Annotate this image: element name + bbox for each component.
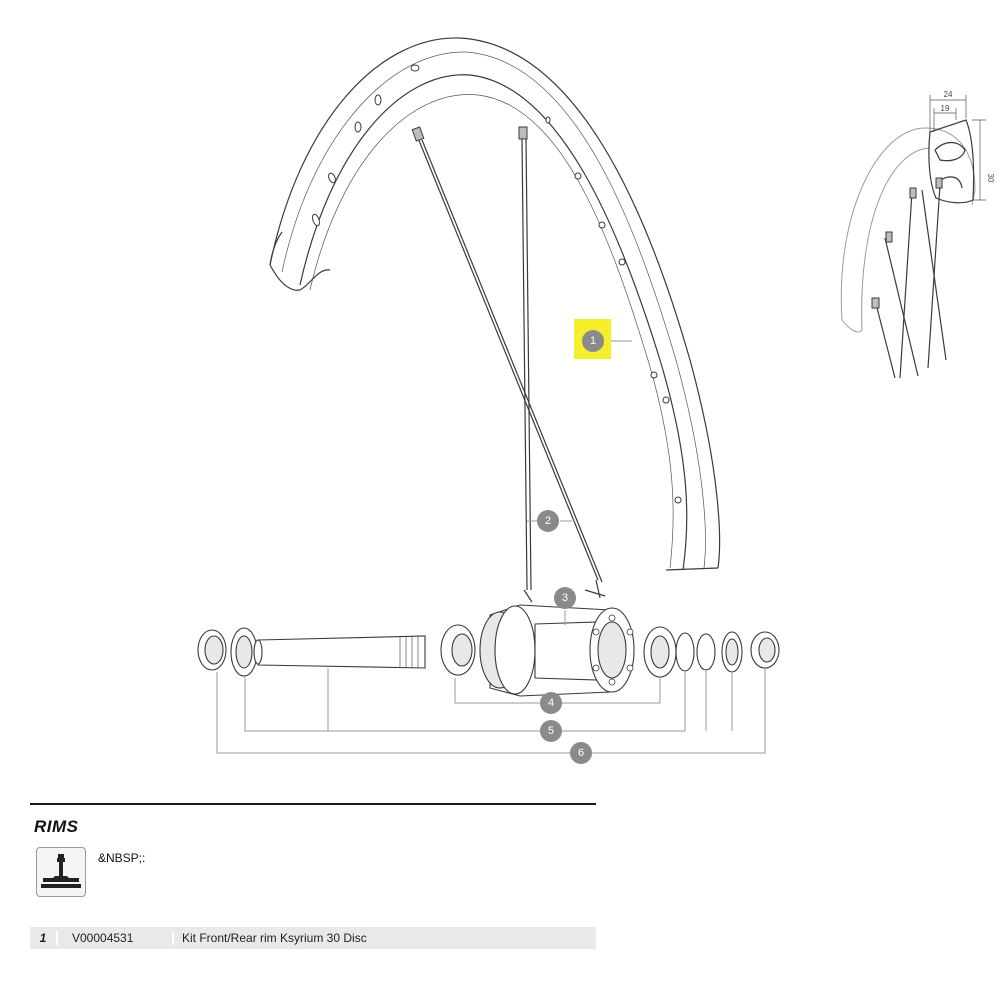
callout-1[interactable]: 1 bbox=[582, 330, 604, 352]
spokes-drawing bbox=[411, 126, 606, 603]
part-reference: V00004531 bbox=[56, 931, 172, 945]
svg-text:1: 1 bbox=[590, 335, 596, 347]
callout-4[interactable]: 4 bbox=[540, 692, 562, 714]
dimension-width-inner: 19 bbox=[941, 104, 950, 113]
rim-section-detail: 24 19 30 bbox=[840, 90, 995, 379]
dimension-height: 30 bbox=[986, 174, 995, 183]
svg-text:2: 2 bbox=[545, 515, 551, 527]
callout-3[interactable]: 3 bbox=[554, 587, 576, 609]
tube-valve-icon bbox=[36, 847, 86, 897]
leader-lines bbox=[216, 340, 766, 754]
svg-text:4: 4 bbox=[548, 697, 554, 709]
parts-table-row[interactable]: 1 V00004531 Kit Front/Rear rim Ksyrium 3… bbox=[30, 927, 596, 949]
section-divider bbox=[30, 803, 596, 805]
svg-text:5: 5 bbox=[548, 725, 554, 737]
callout-2[interactable]: 2 bbox=[537, 510, 559, 532]
section-title: RIMS bbox=[34, 817, 79, 836]
part-description: Kit Front/Rear rim Ksyrium 30 Disc bbox=[172, 931, 596, 945]
rim-drawing bbox=[269, 37, 721, 571]
part-number: 1 bbox=[39, 931, 47, 945]
callout-5[interactable]: 5 bbox=[540, 720, 562, 742]
hub-assembly-drawing bbox=[197, 604, 780, 697]
callout-6[interactable]: 6 bbox=[570, 742, 592, 764]
exploded-diagram: 24 19 30 bbox=[197, 37, 995, 764]
dimension-width-outer: 24 bbox=[944, 90, 953, 99]
svg-text:6: 6 bbox=[578, 747, 584, 759]
svg-text:3: 3 bbox=[562, 592, 568, 604]
valve-note: &NBSP;: bbox=[98, 851, 146, 865]
